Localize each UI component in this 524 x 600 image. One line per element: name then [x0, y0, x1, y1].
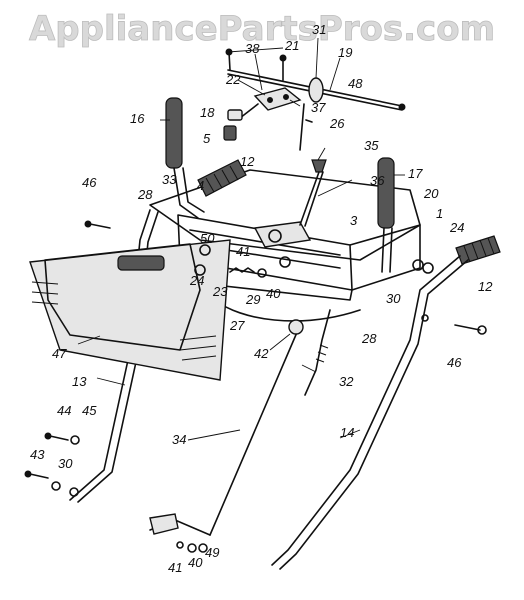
- frame-housing: [149, 169, 421, 322]
- callout-42: 42: [254, 346, 269, 361]
- hardware: [24, 220, 487, 553]
- callout-37: 37: [311, 100, 326, 115]
- callout-30b: 30: [58, 456, 73, 471]
- right-handle-bar: [271, 255, 469, 570]
- callout-19: 19: [338, 45, 352, 60]
- callout-21: 21: [284, 38, 299, 53]
- shaft-assembly: [223, 48, 406, 151]
- callout-28b: 28: [361, 331, 377, 346]
- callout-27: 27: [229, 318, 245, 333]
- callout-38: 38: [245, 41, 260, 56]
- right-lever: [377, 157, 395, 273]
- callout-33: 33: [162, 172, 177, 187]
- callout-14: 14: [340, 425, 354, 440]
- callout-32: 32: [339, 374, 354, 389]
- callout-44: 44: [57, 403, 71, 418]
- callout-18: 18: [200, 105, 215, 120]
- shift-rod: [149, 319, 304, 536]
- callout-40b: 40: [188, 555, 203, 570]
- callout-12b: 12: [478, 279, 493, 294]
- callout-35: 35: [364, 138, 379, 153]
- left-lever: [165, 97, 205, 219]
- watermark-text: AppliancePartsPros.com: [29, 9, 495, 49]
- callout-30a: 30: [386, 291, 401, 306]
- right-handle-grip: [455, 235, 501, 265]
- callout-5: 5: [203, 131, 211, 146]
- left-handle-grip: [197, 159, 247, 197]
- leader-lines: [77, 37, 405, 441]
- shift-lever: [299, 159, 327, 227]
- callout-24b: 24: [189, 273, 204, 288]
- spring-link: [304, 309, 331, 396]
- callout-22: 22: [225, 72, 241, 87]
- callout-36: 36: [370, 173, 385, 188]
- callout-1: 1: [436, 206, 443, 221]
- callout-41a: 41: [236, 244, 250, 259]
- callout-3: 3: [350, 213, 358, 228]
- callout-31: 31: [312, 22, 326, 37]
- callout-28a: 28: [137, 187, 153, 202]
- callout-41b: 41: [168, 560, 182, 575]
- callout-46b: 46: [447, 355, 462, 370]
- callout-48: 48: [348, 76, 363, 91]
- callout-12a: 12: [240, 154, 255, 169]
- callout-49: 49: [205, 545, 219, 560]
- callout-40a: 40: [266, 286, 281, 301]
- callout-29: 29: [245, 292, 260, 307]
- callout-34: 34: [172, 432, 186, 447]
- dashboard-panel: [29, 239, 231, 381]
- callout-24a: 24: [449, 220, 464, 235]
- callout-46a: 46: [82, 175, 97, 190]
- callout-43: 43: [30, 447, 45, 462]
- callout-50: 50: [200, 231, 215, 246]
- callout-20: 20: [423, 186, 439, 201]
- callout-26: 26: [329, 116, 345, 131]
- callout-4: 4: [197, 178, 204, 193]
- callout-13: 13: [72, 374, 87, 389]
- callout-labels: 21 31 19 38 48 22 37 26 18 16 5 35 12 17…: [30, 22, 493, 575]
- callout-23: 23: [212, 284, 228, 299]
- callout-17: 17: [408, 166, 423, 181]
- callout-47: 47: [52, 346, 67, 361]
- callout-16: 16: [130, 111, 145, 126]
- callout-45: 45: [82, 403, 97, 418]
